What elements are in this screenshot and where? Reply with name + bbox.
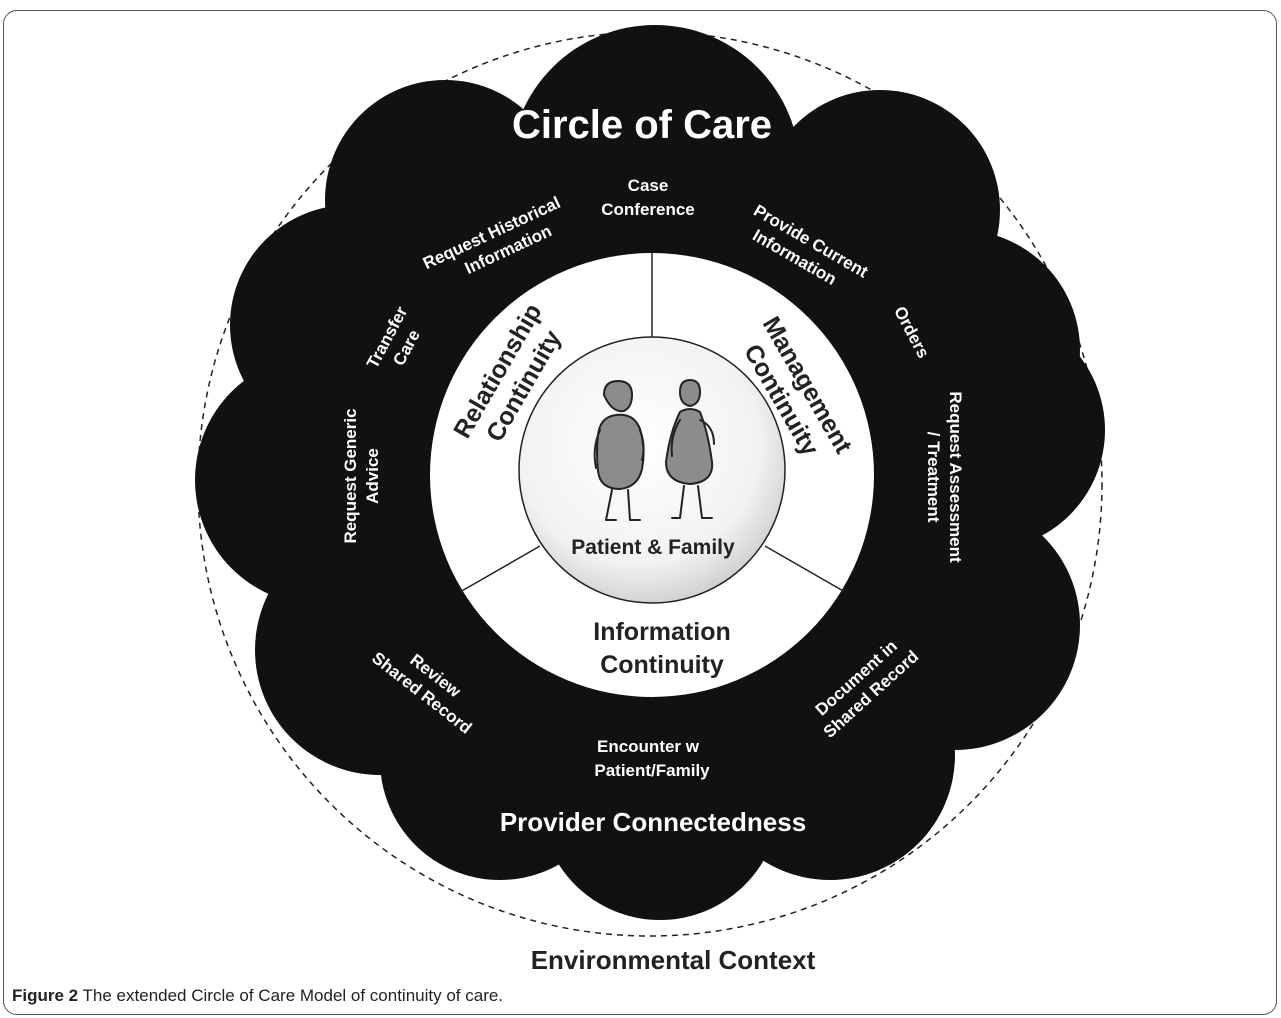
svg-text:Case: Case — [628, 176, 669, 195]
information-continuity-label: Information Continuity — [593, 618, 731, 679]
activity-request-generic-advice: Request Generic Advice — [341, 408, 382, 543]
figure-number: Figure 2 — [12, 986, 79, 1005]
activity-encounter-patient-family: Encounter w Patient/Family — [594, 737, 710, 780]
patient-family-icon — [593, 379, 715, 521]
section-dividers — [459, 253, 846, 593]
figure-caption: Figure 2 The extended Circle of Care Mod… — [12, 986, 503, 1006]
svg-text:Conference: Conference — [601, 200, 695, 219]
activity-case-conference: Case Conference — [601, 176, 695, 219]
svg-text:Request Generic: Request Generic — [341, 408, 360, 543]
svg-text:Patient/Family: Patient/Family — [594, 761, 710, 780]
svg-text:/ Treatment: / Treatment — [924, 432, 943, 523]
activity-request-assessment-treatment: Request Assessment / Treatment — [924, 391, 965, 563]
provider-connectedness-title: Provider Connectedness — [500, 807, 806, 837]
patient-family-label: Patient & Family — [571, 536, 735, 559]
svg-text:Continuity: Continuity — [600, 651, 724, 679]
figure-frame — [3, 10, 1277, 1015]
svg-text:Advice: Advice — [363, 448, 382, 504]
center-sphere — [518, 336, 786, 604]
figure-caption-text: The extended Circle of Care Model of con… — [78, 986, 504, 1005]
svg-text:Request Assessment: Request Assessment — [946, 391, 965, 563]
environmental-context-label: Environmental Context — [531, 945, 816, 975]
svg-text:Encounter w: Encounter w — [597, 737, 700, 756]
circle-of-care-title: Circle of Care — [512, 103, 772, 147]
svg-text:Information: Information — [593, 618, 731, 646]
